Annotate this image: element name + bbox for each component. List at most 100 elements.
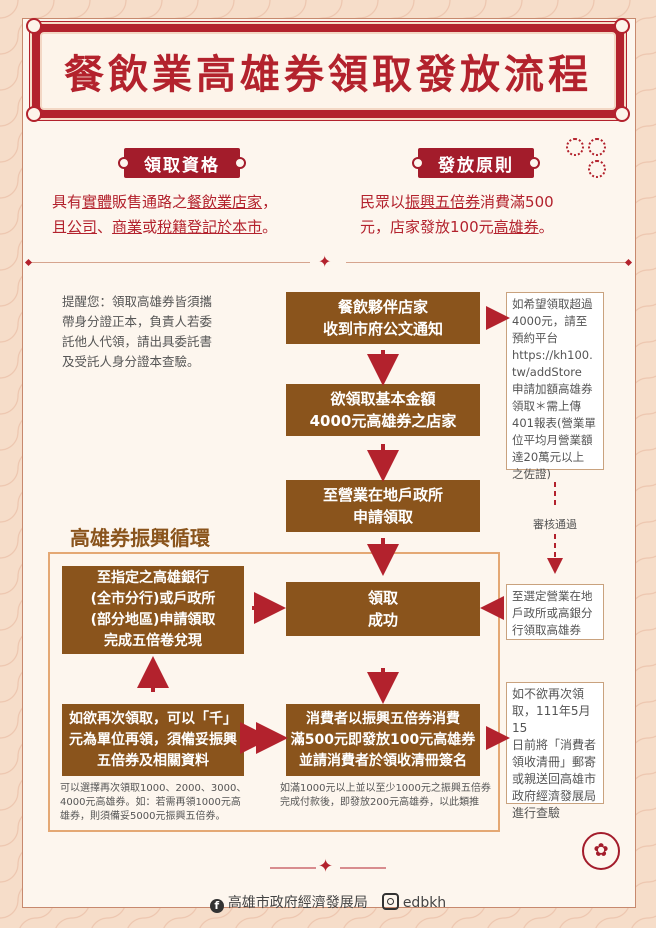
- text-segment: 。: [262, 218, 278, 236]
- box-line: 收到市府公文通知: [322, 320, 443, 338]
- note-line: 預約平台: [512, 331, 558, 345]
- box-line: 五倍券及相關資料: [97, 752, 209, 769]
- side-note-extra-amount: 如希望領取超過 4000元，請至 預約平台 https://kh100. tw/…: [506, 292, 604, 481]
- text-segment: 。: [538, 218, 554, 236]
- flow-step-basic: 欲領取基本金額 4000元高雄券之店家: [286, 384, 480, 436]
- note-line: 政府經濟發展局: [512, 789, 597, 803]
- text-segment: 且: [52, 218, 68, 236]
- box-line: 4000元高雄券之店家: [309, 412, 457, 430]
- box-line: 至指定之高雄銀行: [97, 570, 209, 586]
- note-line: 之佐證): [512, 467, 551, 481]
- reminder-note: 提醒您：領取高雄券皆須攜 帶身分證正本，負責人若委 託他人代領，請出具委託書 及…: [62, 292, 252, 372]
- note-line: 如不欲再次領: [512, 687, 585, 701]
- note-line: 完成付款後，即發放200元高雄券，以此類推: [280, 797, 480, 808]
- box-line: 如欲再次領取，可以「千」: [69, 710, 237, 727]
- box-line: 滿500元即發放100元高雄券: [290, 731, 476, 748]
- eligibility-text: 具有實體販售通路之餐飲業店家， 且公司、商業或稅籍登記於本市。: [52, 190, 322, 240]
- note-line: 領收清冊」郵寄: [512, 755, 597, 769]
- divider: [346, 262, 626, 263]
- note-line: 進行查驗: [512, 806, 561, 820]
- corner-ornament-icon: [614, 106, 630, 122]
- note-line: 或親送回高雄市: [512, 772, 597, 786]
- instagram-icon[interactable]: [381, 893, 399, 910]
- note-line: 託他人代領，請出具委託書: [62, 334, 213, 349]
- eligibility-label: 領取資格: [118, 148, 246, 178]
- flower-icon: [588, 160, 606, 178]
- box-line: (部分地區)申請領取: [90, 612, 216, 628]
- text-segment: 、: [97, 218, 113, 236]
- note-line: 4000元，請至: [512, 314, 588, 328]
- flow-step-reapply: 如欲再次領取，可以「千」 元為單位再領，須備妥振興 五倍券及相關資料: [62, 704, 244, 776]
- text-segment: 實體: [82, 193, 113, 211]
- note-line: 如滿1000元以上並以至少1000元之振興五倍券: [280, 783, 491, 794]
- footer-ig[interactable]: edbkh: [402, 895, 447, 911]
- principle-label: 發放原則: [412, 148, 540, 178]
- title-banner: 餐飲業高雄券領取發放流程: [32, 24, 624, 118]
- note-line: 申請加額高雄券: [512, 382, 593, 396]
- sparkle-icon: ✦: [318, 856, 334, 877]
- box-line: 欲領取基本金額: [330, 390, 436, 408]
- flower-icon: [566, 138, 584, 156]
- note-line: 日前將「消費者: [512, 738, 597, 752]
- box-line: 領取: [367, 589, 398, 607]
- note-line: 可以選擇再次領取1000、2000、3000、: [60, 783, 247, 794]
- note-line: 帶身分證正本，負責人若委: [62, 314, 213, 329]
- text-segment: 或: [142, 218, 158, 236]
- note-line: 至選定營業在地: [512, 589, 593, 603]
- corner-ornament-icon: [26, 18, 42, 34]
- cycle-title: 高雄券振興循環: [66, 522, 214, 551]
- text-segment: 消費滿500: [480, 193, 554, 211]
- text-segment: 稅籍登記於本市: [157, 218, 263, 236]
- box-line: (全市分行)或戶政所: [90, 591, 216, 607]
- side-note-branch: 至選定營業在地 戶政所或高銀分 行領取高雄券: [506, 584, 604, 640]
- note-line: 位平均月營業額: [512, 433, 593, 447]
- box-line: 餐飲夥伴店家: [337, 298, 428, 316]
- text-segment: 振興五倍券: [405, 193, 481, 211]
- note-line: 如希望領取超過: [512, 297, 593, 311]
- note-line: https://kh100.: [512, 348, 593, 362]
- note-line: 領取＊需上傳: [512, 399, 581, 413]
- footer-org[interactable]: 高雄市政府經濟發展局: [227, 895, 368, 911]
- facebook-icon[interactable]: f: [209, 899, 224, 913]
- note-line: 行領取高雄券: [512, 623, 581, 637]
- divider: [30, 262, 310, 263]
- box-line: 消費者以振興五倍券消費: [306, 710, 460, 727]
- flow-step-success: 領取 成功: [286, 582, 480, 636]
- box-line: 完成五倍卷兌現: [104, 633, 202, 649]
- text-segment: 具有: [52, 193, 83, 211]
- principle-text: 民眾以振興五倍券消費滿500 元，店家發放100元高雄券。: [360, 190, 620, 240]
- box-line: 並請消費者於領收清冊簽名: [299, 752, 467, 769]
- note-line: 4000元高雄券。如：若需再領1000元高: [60, 797, 241, 808]
- box-line: 元為單位再領，須備妥振興: [69, 731, 237, 748]
- reapply-note: 可以選擇再次領取1000、2000、3000、 4000元高雄券。如：若需再領1…: [60, 782, 260, 824]
- sparkle-icon: ✦: [318, 252, 332, 271]
- note-line: 雄券，則須備妥5000元振興五倍券。: [60, 811, 226, 822]
- flow-step-notice: 餐飲夥伴店家 收到市府公文通知: [286, 292, 480, 344]
- note-line: 達20萬元以上: [512, 450, 585, 464]
- side-note-return: 如不欲再次領 取，111年5月15 日前將「消費者 領收清冊」郵寄 或親送回高雄…: [506, 682, 604, 820]
- flower-icon: [588, 138, 606, 156]
- note-line: 戶政所或高銀分: [512, 606, 593, 620]
- corner-ornament-icon: [26, 106, 42, 122]
- text-segment: 高雄券: [493, 218, 539, 236]
- flow-step-apply: 至營業在地戶政所 申請領取: [286, 480, 480, 532]
- page-title: 餐飲業高雄券領取發放流程: [64, 51, 592, 98]
- text-segment: ，: [262, 193, 278, 211]
- box-line: 申請領取: [352, 508, 413, 526]
- text-segment: 元，店家發放100元: [360, 218, 494, 236]
- approval-label: 審核通過: [533, 518, 577, 531]
- cycle-frame: [48, 552, 500, 832]
- corner-ornament-icon: [614, 18, 630, 34]
- note-line: tw/addStore: [512, 365, 582, 379]
- note-line: 取，111年5月15: [512, 704, 591, 735]
- box-line: 至營業在地戶政所: [322, 486, 443, 504]
- note-line: 及受託人身分證本查驗。: [62, 354, 200, 369]
- flow-step-redeem: 至指定之高雄銀行 (全市分行)或戶政所 (部分地區)申請領取 完成五倍卷兌現: [62, 566, 244, 654]
- flow-step-consume: 消費者以振興五倍券消費 滿500元即發放100元高雄券 並請消費者於領收清冊簽名: [286, 704, 480, 776]
- title-inner: 餐飲業高雄券領取發放流程: [40, 32, 616, 110]
- note-line: 提醒您：領取高雄券皆須攜: [62, 294, 213, 309]
- box-line: 成功: [367, 611, 398, 629]
- bonus-note: 如滿1000元以上並以至少1000元之振興五倍券 完成付款後，即發放200元高雄…: [280, 782, 492, 810]
